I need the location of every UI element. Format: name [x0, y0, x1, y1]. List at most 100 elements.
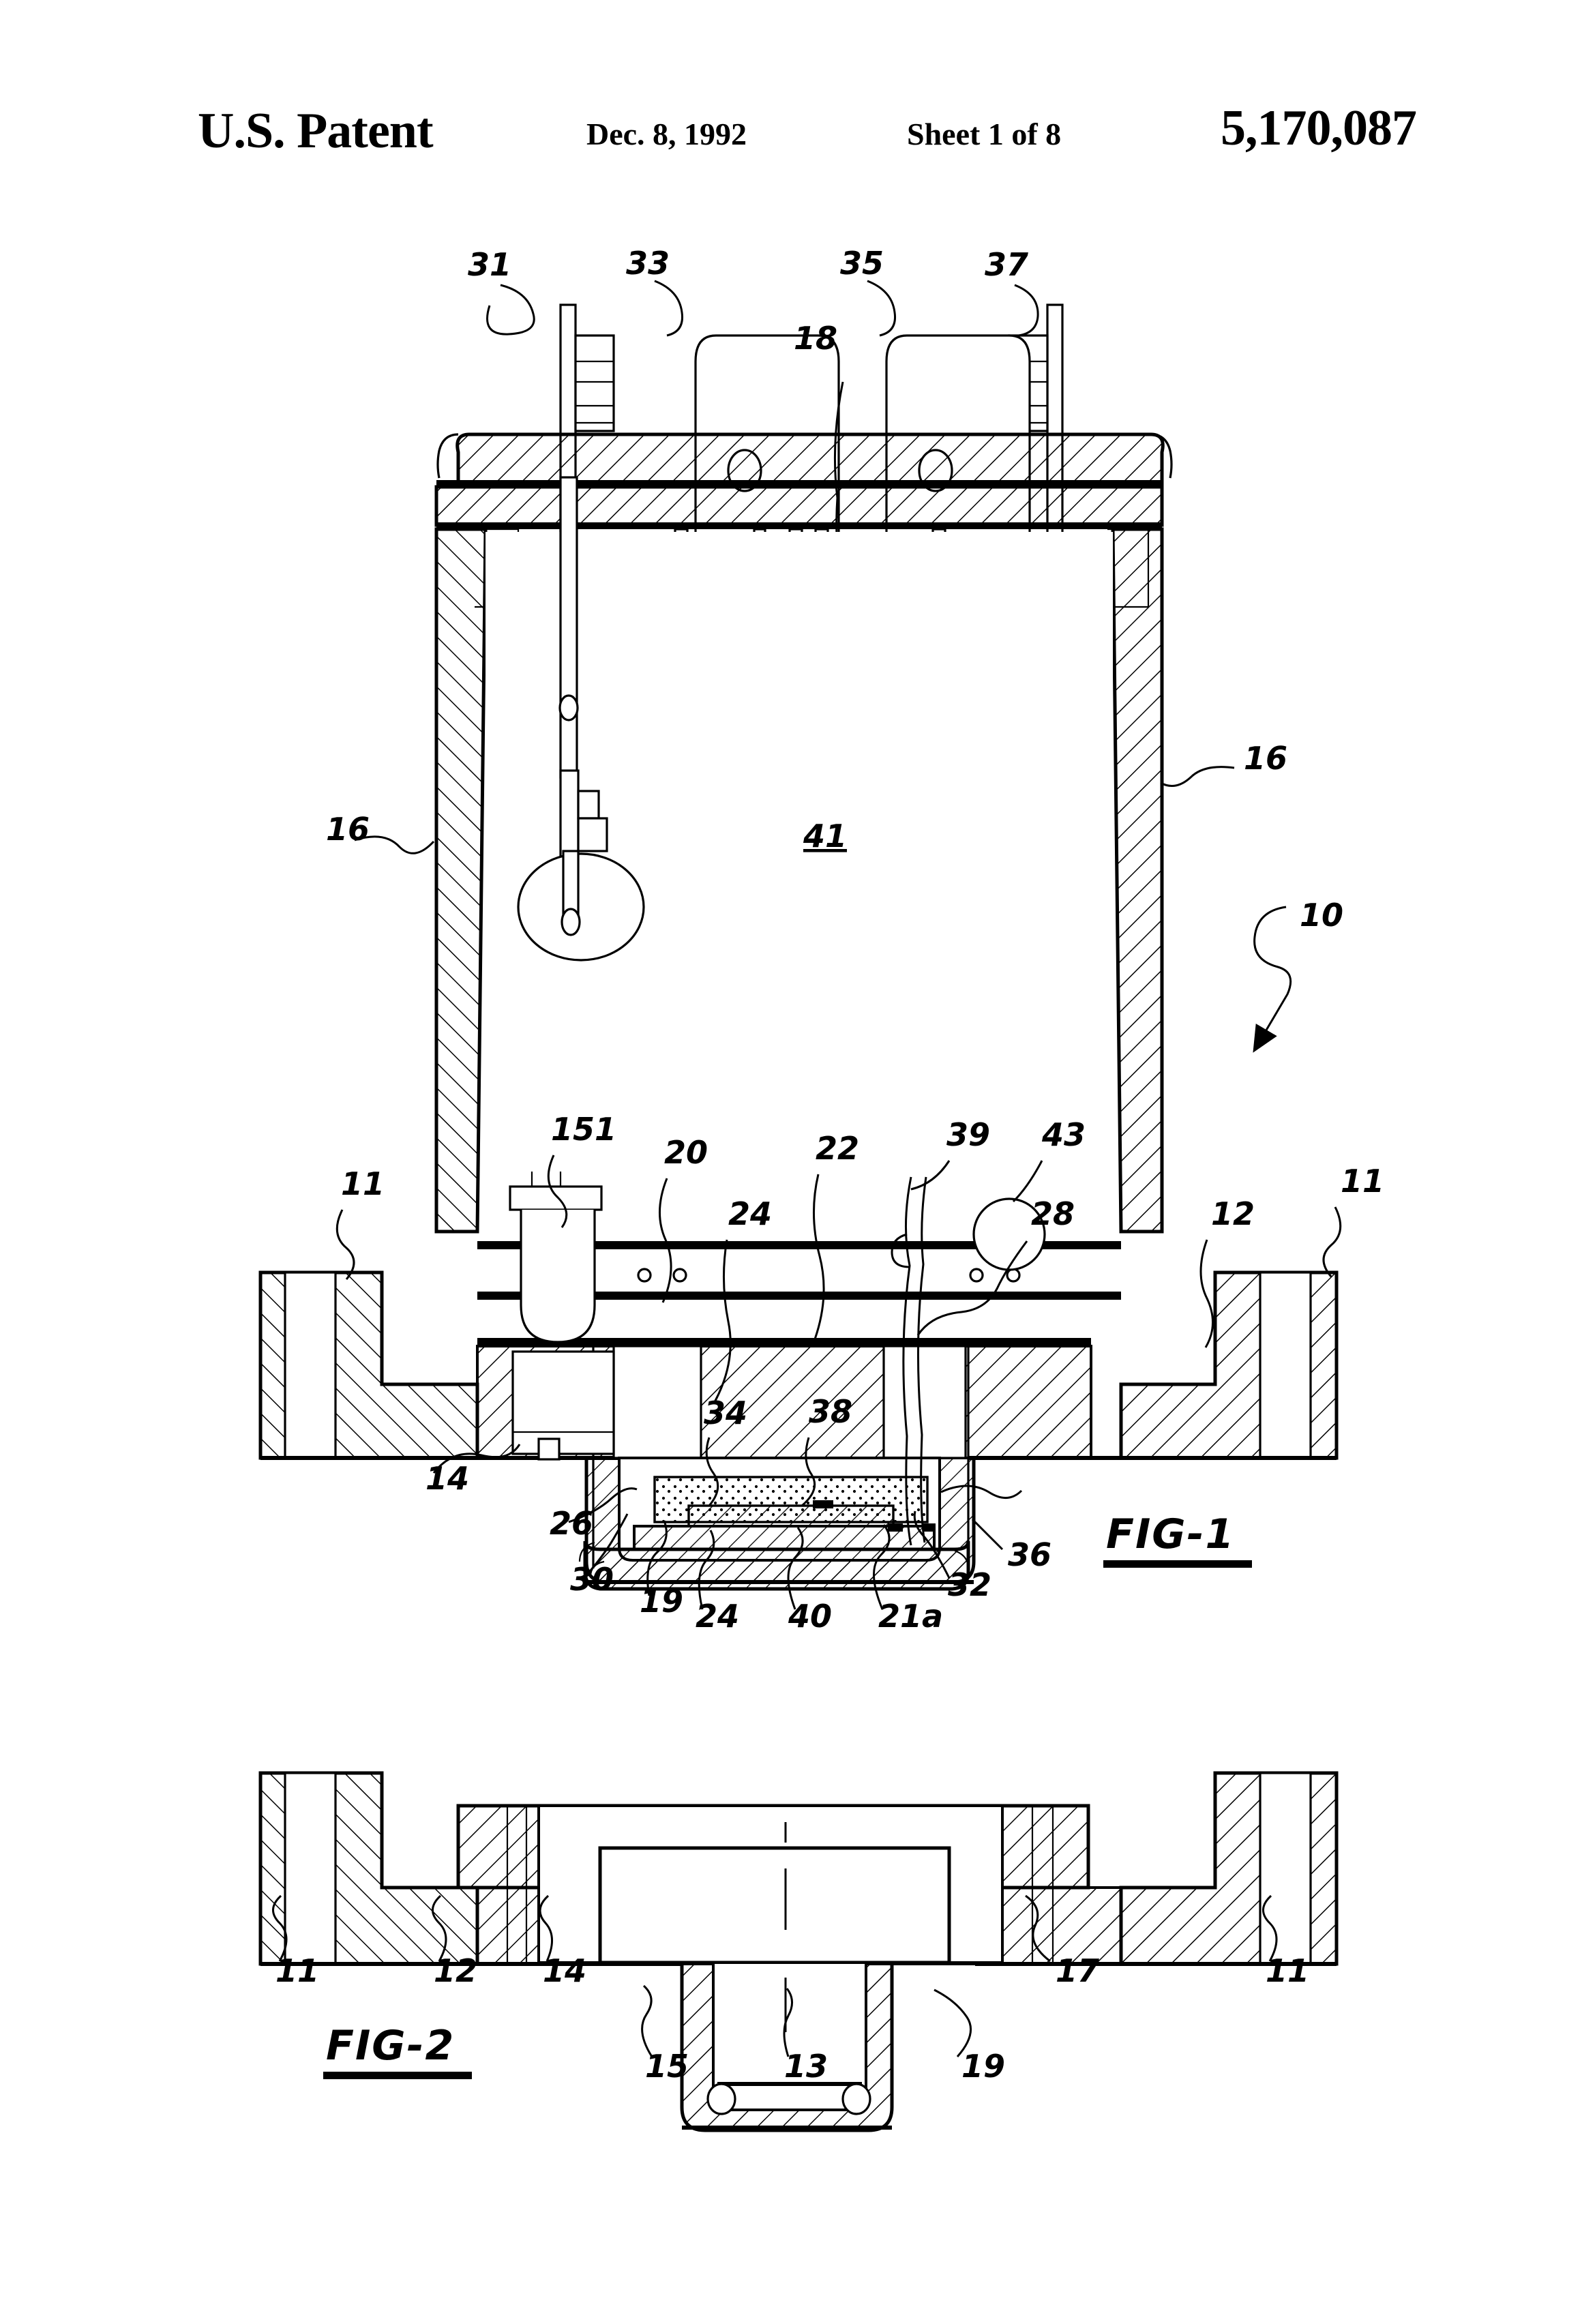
fig1-callout-labels: 31 33 35 37 18 16 16 41 10 151 20 22 39 … — [326, 245, 1384, 1635]
patent-header: U.S. Patent Dec. 8, 1992 Sheet 1 of 8 5,… — [0, 100, 1582, 177]
lid-plate-lower — [434, 485, 1164, 527]
fig1-wiring-39 — [891, 1176, 1023, 1546]
figure-1-group: 31 33 35 37 18 16 16 41 10 151 20 22 39 … — [258, 245, 1384, 1635]
shelf-plate-upper — [477, 1241, 1121, 1249]
callout-12: 12 — [1211, 1195, 1255, 1232]
callout-22: 22 — [816, 1130, 859, 1167]
probe-bead-upper — [558, 694, 579, 721]
callout-21a: 21a — [878, 1598, 943, 1635]
callout-16-left: 16 — [326, 811, 370, 848]
callout-30: 30 — [570, 1561, 614, 1598]
wire-b — [916, 1176, 927, 1543]
callout-38: 38 — [809, 1393, 852, 1430]
feedthrough-block-left — [574, 334, 615, 432]
base-bore-left — [612, 1345, 702, 1459]
fig2-callout-14: 14 — [543, 1952, 586, 1989]
fig2-drain-bore — [712, 1961, 867, 2111]
figure-2-group: 11 12 14 17 11 15 13 19 FIG-2 — [258, 1771, 1339, 2132]
fig1-title-group: FIG-1 — [1103, 1510, 1252, 1568]
callout-41: 41 — [803, 818, 847, 854]
fig2-callout-labels: 11 12 14 17 11 15 13 19 — [275, 1952, 1309, 2085]
shelf-plate-middle — [477, 1292, 1121, 1300]
fig2-foot-right-bore — [1259, 1772, 1312, 1965]
vent-hole — [1006, 1268, 1021, 1283]
fig2-leaders — [272, 1894, 1278, 2057]
bottom-band-21a — [583, 1540, 970, 1591]
callout-43: 43 — [1041, 1116, 1086, 1153]
wire-terminal-lead — [940, 1485, 1023, 1499]
fig1-leaders — [335, 280, 1342, 1610]
vent-hole — [637, 1268, 652, 1283]
lid-seam — [436, 480, 1162, 487]
fig1-support-plates — [477, 1241, 1121, 1346]
lid-lip-right — [1150, 433, 1173, 479]
base-bore-right — [882, 1345, 967, 1459]
lid-lip-left — [436, 433, 459, 479]
callout-28: 28 — [1031, 1195, 1075, 1232]
lid-seam-lower — [436, 522, 1162, 529]
base-plate-40 — [633, 1525, 936, 1551]
fig2-inner-collar — [598, 1846, 951, 1965]
callout-34: 34 — [704, 1395, 747, 1431]
u-tube-body — [520, 1210, 596, 1343]
fig2-callout-13: 13 — [784, 2048, 828, 2085]
patent-number: 5,170,087 — [1221, 100, 1417, 156]
callout-11-left: 11 — [341, 1165, 385, 1202]
callout-10: 10 — [1300, 897, 1343, 934]
u-tube-collar — [509, 1185, 603, 1211]
callout-37: 37 — [985, 246, 1028, 283]
vent-hole — [672, 1268, 687, 1283]
fig2-foot-left-bore — [284, 1772, 337, 1965]
fig2-callout-17: 17 — [1056, 1952, 1099, 1989]
callout-39: 39 — [946, 1116, 990, 1153]
callout-26: 26 — [550, 1505, 593, 1542]
sheet-indicator: Sheet 1 of 8 — [907, 117, 1062, 151]
callout-151: 151 — [551, 1111, 616, 1148]
patent-date: Dec. 8, 1992 — [586, 117, 747, 151]
probe-fitting-upper — [577, 790, 600, 820]
fig2-label: FIG-2 — [326, 2022, 455, 2070]
fig2-callout-11-left: 11 — [275, 1952, 319, 1989]
callout-24-upper: 24 — [728, 1195, 772, 1232]
foot-left-bore — [284, 1271, 337, 1459]
wire-loop — [891, 1233, 910, 1268]
fig1-base-flange — [258, 1270, 1339, 1568]
probe-fitting-lower — [577, 817, 608, 852]
callout-20: 20 — [664, 1134, 708, 1171]
fig1-interior-probe — [517, 476, 645, 962]
fig2-callout-19: 19 — [961, 2048, 1005, 2085]
probe-bead-lower — [561, 908, 581, 936]
callout-32: 32 — [948, 1566, 991, 1603]
callout-36: 36 — [1008, 1536, 1051, 1573]
fig1-label: FIG-1 — [1106, 1510, 1235, 1558]
vent-hole — [969, 1268, 984, 1283]
callout-35: 35 — [840, 245, 884, 282]
callout-24-lower: 24 — [696, 1598, 739, 1635]
shelf-plate-lower — [477, 1338, 1091, 1346]
foot-right-bore — [1259, 1271, 1312, 1459]
wire-a — [902, 1176, 912, 1546]
callout-19-fig1: 19 — [640, 1583, 683, 1620]
callout-14: 14 — [426, 1460, 469, 1497]
fig2-bead-right — [841, 2083, 871, 2115]
callout-31: 31 — [468, 246, 511, 283]
callout-33: 33 — [626, 245, 670, 282]
fig2-callout-12: 12 — [434, 1952, 477, 1989]
fig2-bead-left — [706, 2083, 736, 2115]
fig1-title-underline — [1103, 1560, 1252, 1568]
port-43 — [972, 1197, 1046, 1271]
fig2-callout-15: 15 — [645, 2048, 689, 2085]
u-tube-base — [511, 1350, 615, 1455]
patent-office-label: U.S. Patent — [198, 103, 434, 159]
callout-11-right: 11 — [1341, 1163, 1384, 1200]
probe-disc — [517, 852, 645, 962]
fig2-callout-11-right: 11 — [1266, 1952, 1309, 1989]
callout-18: 18 — [794, 320, 837, 357]
fig2-title-group: FIG-2 — [323, 2022, 472, 2079]
fig2-title-underline — [323, 2072, 472, 2079]
heater-plate-38 — [687, 1504, 895, 1528]
callout-40: 40 — [788, 1598, 832, 1635]
fig1-u-tube — [509, 1172, 615, 1461]
callout-16-right: 16 — [1244, 740, 1287, 777]
